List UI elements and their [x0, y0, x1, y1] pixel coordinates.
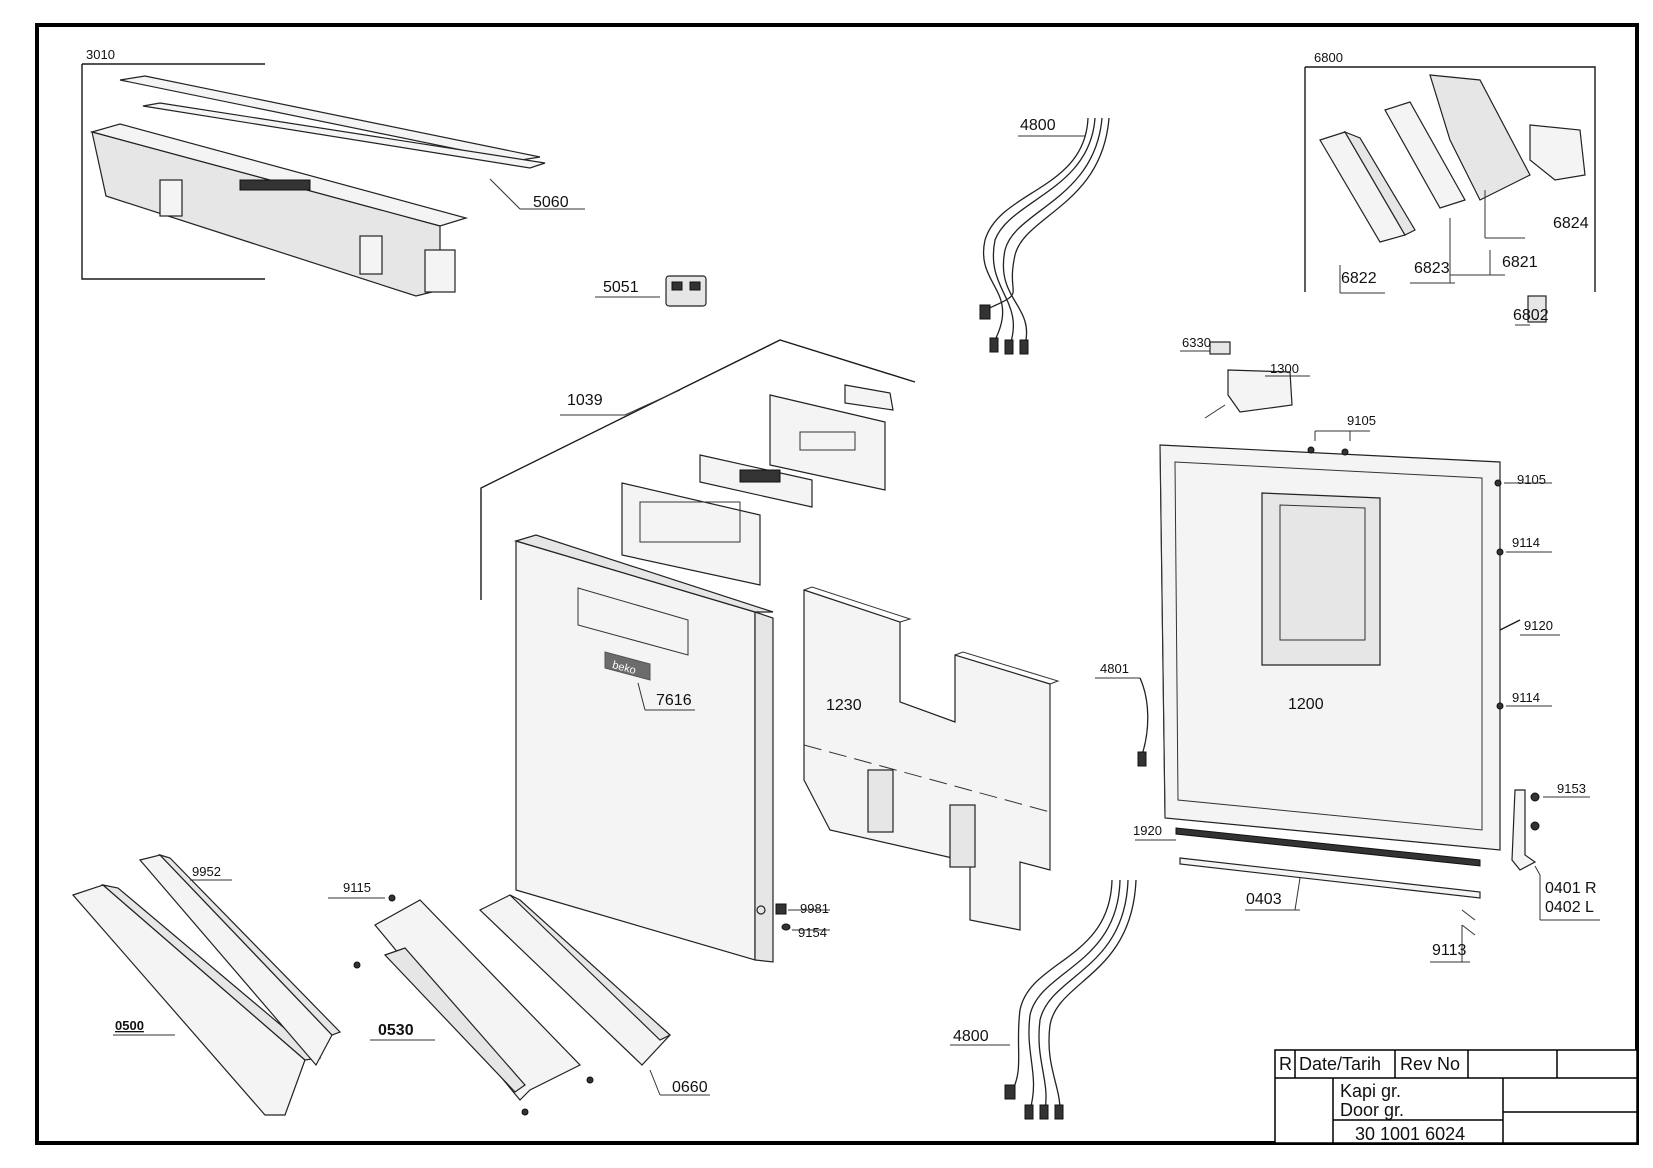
door-front-group: beko [480, 339, 916, 963]
title-block-rev-header: Rev No [1400, 1054, 1460, 1074]
part-label-3010: 3010 [86, 47, 115, 62]
part-label-4801: 4801 [1100, 661, 1129, 676]
part-label-9981: 9981 [800, 901, 829, 916]
title-block-r-header: R [1279, 1054, 1292, 1074]
connector-part [595, 275, 707, 307]
part-label-0660: 0660 [672, 1079, 708, 1096]
wire-harness-bottom [950, 879, 1137, 1120]
part-label-0403: 0403 [1246, 891, 1282, 908]
title-block-drawing-number: 30 1001 6024 [1355, 1124, 1465, 1144]
part-label-9105-top: 9105 [1347, 413, 1376, 428]
part-label-1200: 1200 [1288, 696, 1324, 713]
part-label-1039: 1039 [567, 392, 603, 409]
part-label-0401r: 0401 R [1545, 880, 1597, 897]
title-block-date-header: Date/Tarih [1299, 1054, 1381, 1074]
title-block: R Date/Tarih Rev No Kapi gr. Door gr. 30… [1274, 1049, 1638, 1144]
part-label-6823: 6823 [1414, 260, 1450, 277]
part-labels: 3010 5060 5051 4800 6800 6824 6822 6823 … [86, 47, 1597, 1096]
part-label-9115: 9115 [343, 880, 371, 895]
part-label-9952: 9952 [192, 864, 221, 879]
inner-door-part [1095, 430, 1600, 963]
control-panel-group [81, 63, 585, 297]
part-label-1300: 1300 [1270, 361, 1299, 376]
part-label-1230: 1230 [826, 697, 862, 714]
part-label-7616: 7616 [656, 692, 692, 709]
part-label-9105-side: 9105 [1517, 472, 1546, 487]
part-label-9153: 9153 [1557, 781, 1586, 796]
part-label-9113: 9113 [1432, 942, 1467, 959]
door-lock-part [1180, 341, 1310, 419]
part-label-0500: 0500 [115, 1018, 144, 1033]
part-label-6330: 6330 [1182, 335, 1211, 350]
drawing-border [35, 23, 1639, 1145]
insulation-part [803, 586, 1060, 931]
part-label-4800-top: 4800 [1020, 117, 1056, 134]
part-label-9154: 9154 [798, 925, 827, 940]
part-label-6821: 6821 [1502, 254, 1538, 271]
part-label-0402l: 0402 L [1545, 899, 1594, 916]
part-label-5060: 5060 [533, 194, 569, 211]
brand-logo: beko [611, 659, 637, 677]
part-label-9114-lower: 9114 [1512, 690, 1540, 705]
electronics-group [1304, 66, 1596, 326]
part-label-6802: 6802 [1513, 307, 1549, 324]
part-label-9120: 9120 [1524, 618, 1553, 633]
title-block-title-tr: Kapi gr. [1340, 1081, 1401, 1101]
part-label-1920: 1920 [1133, 823, 1162, 838]
part-label-0530: 0530 [378, 1022, 414, 1039]
part-label-5051: 5051 [603, 279, 639, 296]
part-label-6822: 6822 [1341, 270, 1377, 287]
part-label-9114-upper: 9114 [1512, 535, 1540, 550]
part-label-4800-bottom: 4800 [953, 1028, 989, 1045]
kick-plate-group [71, 853, 710, 1116]
part-label-6800: 6800 [1314, 50, 1343, 65]
title-block-title-en: Door gr. [1340, 1100, 1404, 1120]
wire-harness-top [979, 117, 1110, 355]
part-label-6824: 6824 [1553, 215, 1589, 232]
